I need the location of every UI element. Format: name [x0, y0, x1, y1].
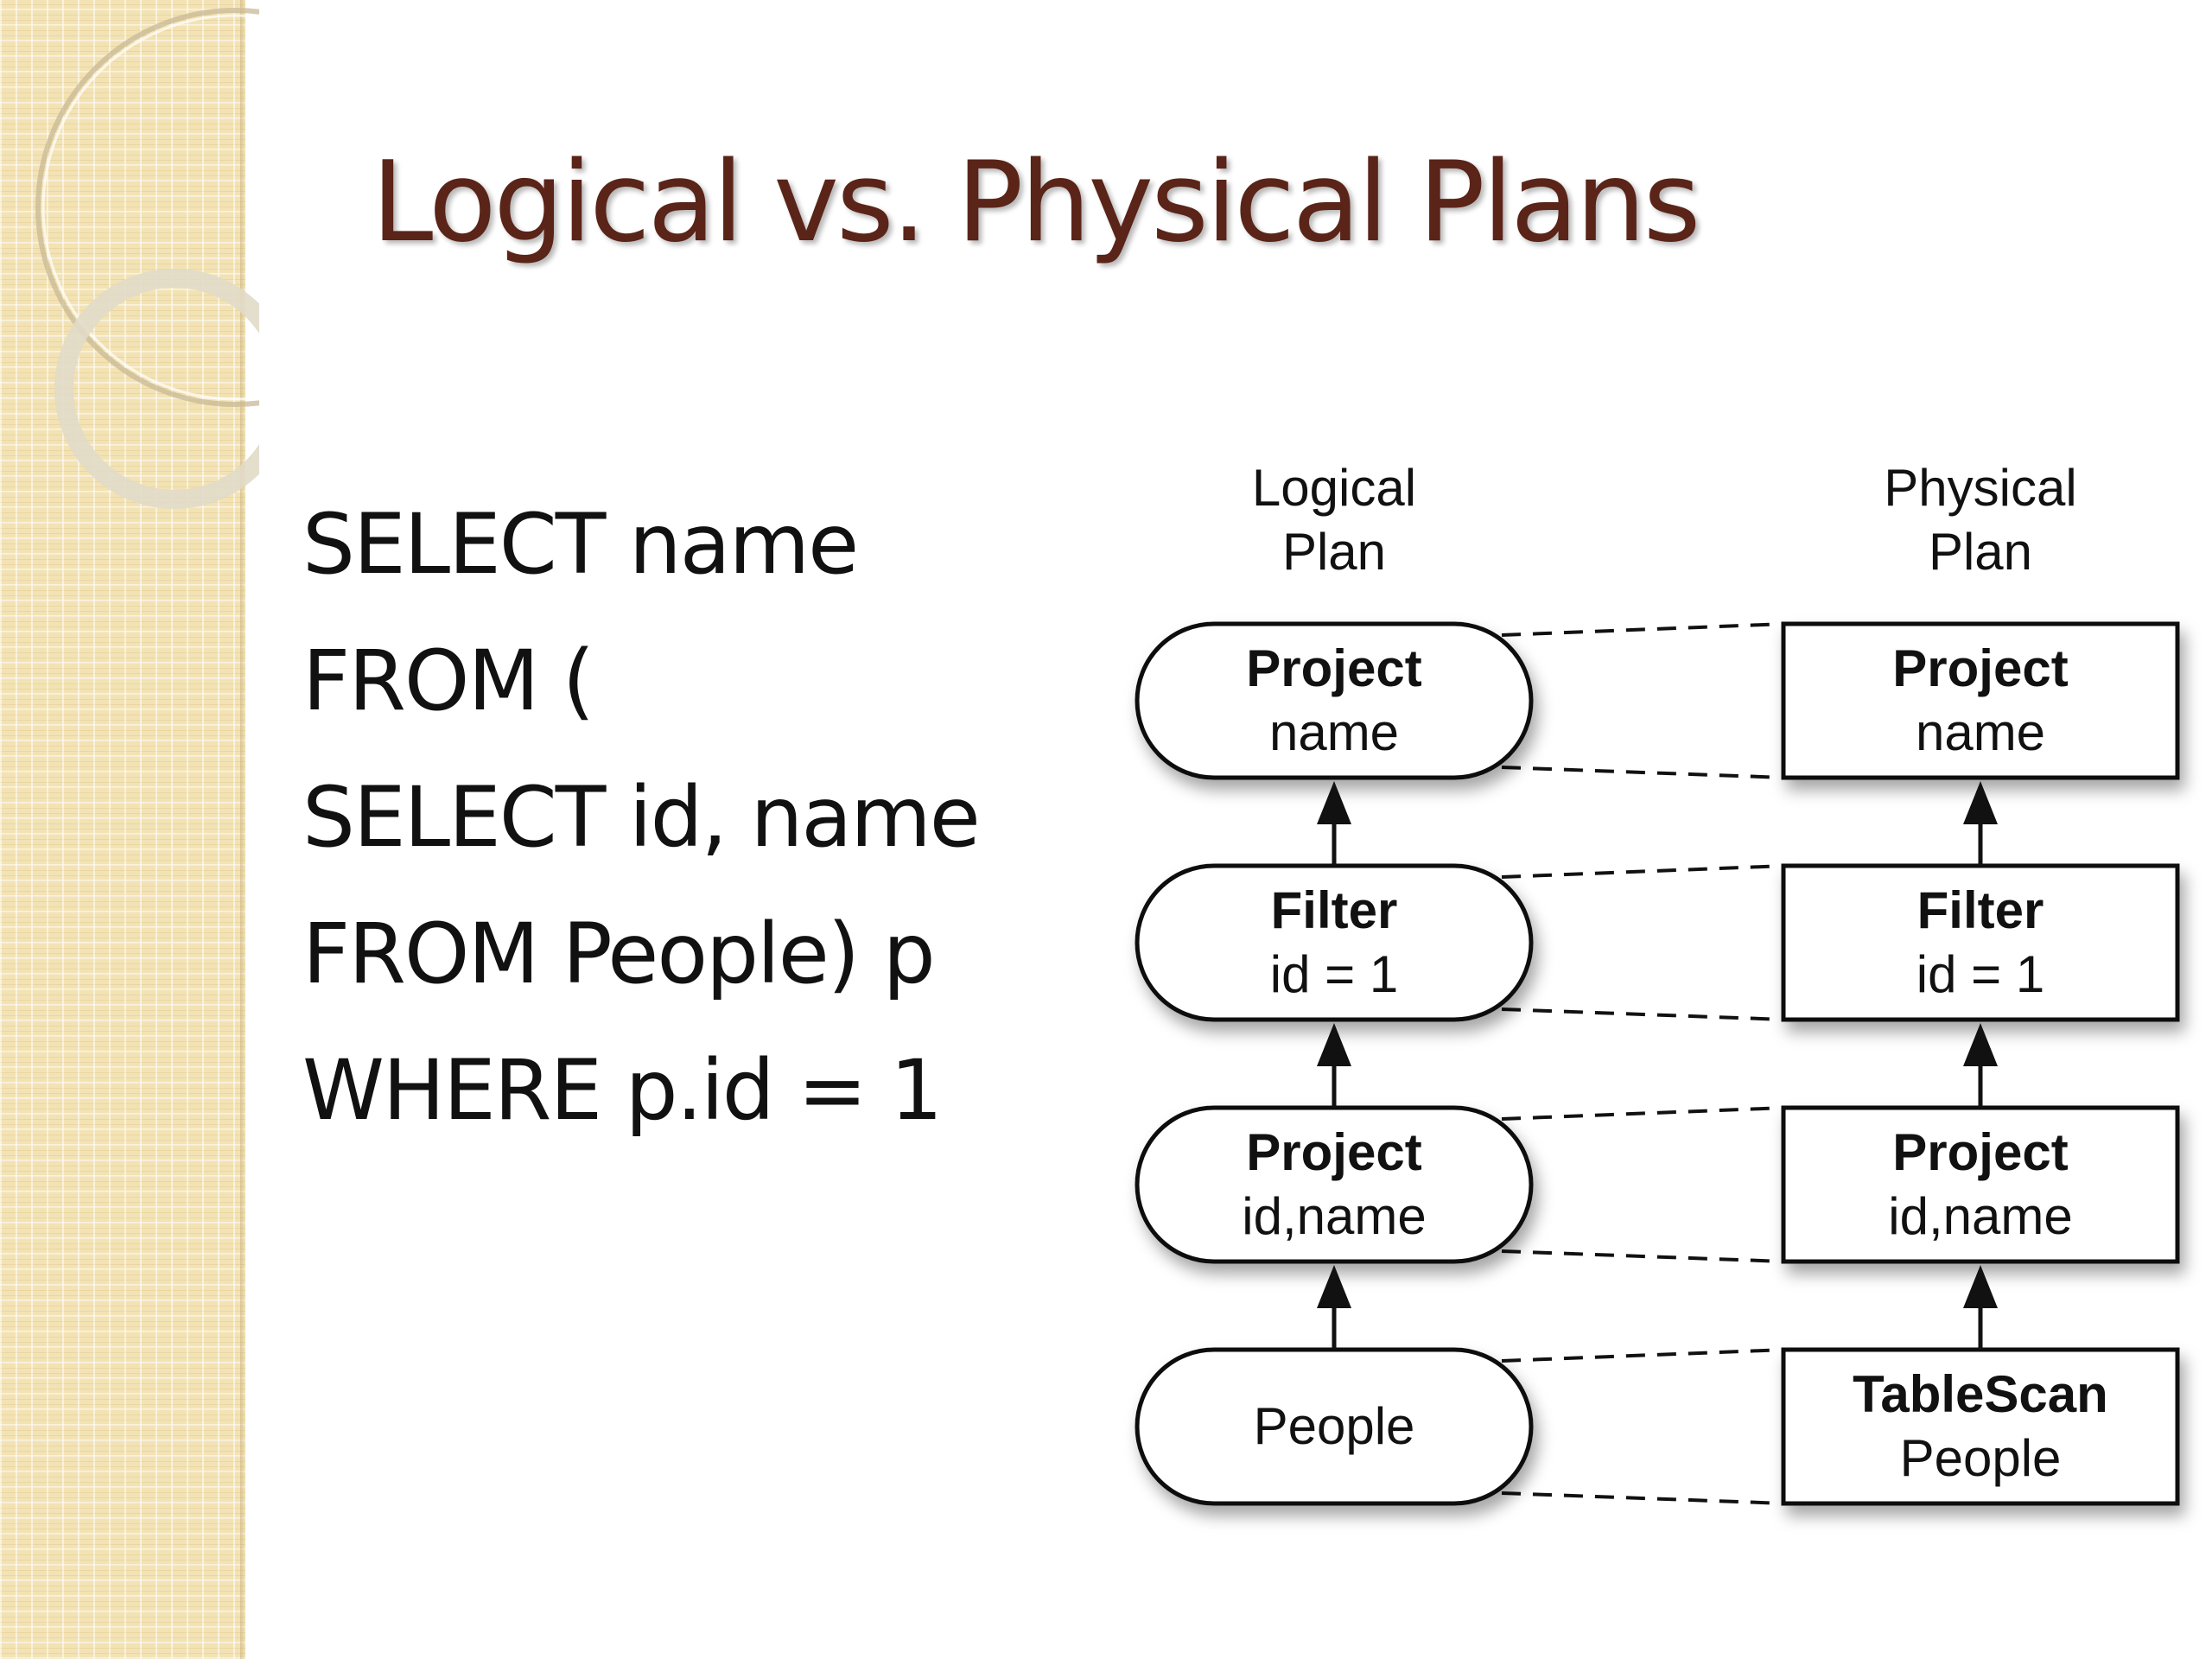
dashed-line [1501, 864, 1786, 879]
decorative-rings [35, 8, 259, 509]
physical-node-shapes [1781, 621, 2180, 1506]
large-ring-highlight [41, 14, 259, 401]
node-title: Project [1246, 639, 1422, 697]
arrow-head [1963, 781, 1998, 824]
small-ring [54, 269, 259, 509]
dashed-line [1501, 622, 1786, 637]
sql-line: SELECT name [302, 496, 859, 593]
logical-node-filter: Filter id = 1 [1137, 866, 1531, 1020]
arrow-head [1317, 781, 1351, 824]
physical-plan-header: Physical Plan [1808, 456, 2153, 584]
sql-line: FROM People) p [302, 906, 936, 1002]
sql-line: FROM ( [302, 632, 594, 729]
logical-node-shapes [1135, 621, 1534, 1506]
slide-title: Logical vs. Physical Plans [372, 138, 1700, 267]
node-title: Project [1246, 1123, 1422, 1181]
node-title: Project [1892, 639, 2069, 697]
dashed-line [1501, 1249, 1786, 1263]
logical-node-people: People [1137, 1350, 1531, 1503]
physical-node-shape [1781, 863, 2180, 1022]
node-title: Filter [1916, 881, 2044, 939]
logical-plan-header: Logical Plan [1161, 456, 1507, 584]
arrow-head [1317, 1023, 1351, 1066]
sql-line: WHERE p.id = 1 [302, 1042, 943, 1139]
dashed-line [1501, 1007, 1786, 1021]
dashed-line [1501, 766, 1786, 779]
arrow-stems [1332, 821, 1983, 1350]
dashed-correspondence-lines [1501, 622, 1786, 1505]
large-ring [35, 8, 259, 407]
sql-line: SELECT id, name [302, 769, 981, 866]
physical-node-tablescan: TableScan People [1783, 1350, 2177, 1503]
arrow-heads [1317, 781, 1998, 1308]
arrow-head [1317, 1265, 1351, 1308]
node-detail: People [1899, 1429, 2062, 1487]
physical-node-project-id-name: Project id,name [1783, 1108, 2177, 1262]
dashed-line [1501, 1491, 1786, 1505]
logical-header-text: Logical Plan [1251, 459, 1417, 581]
physical-node-shape [1781, 621, 2180, 780]
sql-query: SELECT name FROM ( SELECT id, name FROM … [302, 488, 981, 1171]
dashed-line [1501, 1106, 1786, 1121]
arrow-head [1963, 1023, 1998, 1066]
node-detail: id = 1 [1269, 945, 1399, 1003]
physical-node-shape [1781, 1105, 2180, 1264]
physical-node-project-name: Project name [1783, 624, 2177, 778]
node-detail: name [1268, 703, 1400, 761]
node-title: Filter [1270, 881, 1398, 939]
node-title: TableScan [1853, 1365, 2108, 1423]
arrow-head [1963, 1265, 1998, 1308]
logical-node-project-name: Project name [1137, 624, 1531, 778]
node-detail: name [1915, 703, 2046, 761]
side-strip-edge [240, 0, 245, 1659]
dashed-line [1501, 1348, 1786, 1363]
node-detail: id,name [1888, 1187, 2073, 1245]
logical-node-shape [1135, 621, 1534, 780]
logical-node-project-id-name: Project id,name [1137, 1108, 1531, 1262]
node-detail: People [1253, 1397, 1415, 1455]
node-detail: id = 1 [1916, 945, 2045, 1003]
physical-node-filter: Filter id = 1 [1783, 866, 2177, 1020]
physical-header-text: Physical Plan [1884, 459, 2077, 581]
node-title: Project [1892, 1123, 2069, 1181]
node-detail: id,name [1242, 1187, 1427, 1245]
